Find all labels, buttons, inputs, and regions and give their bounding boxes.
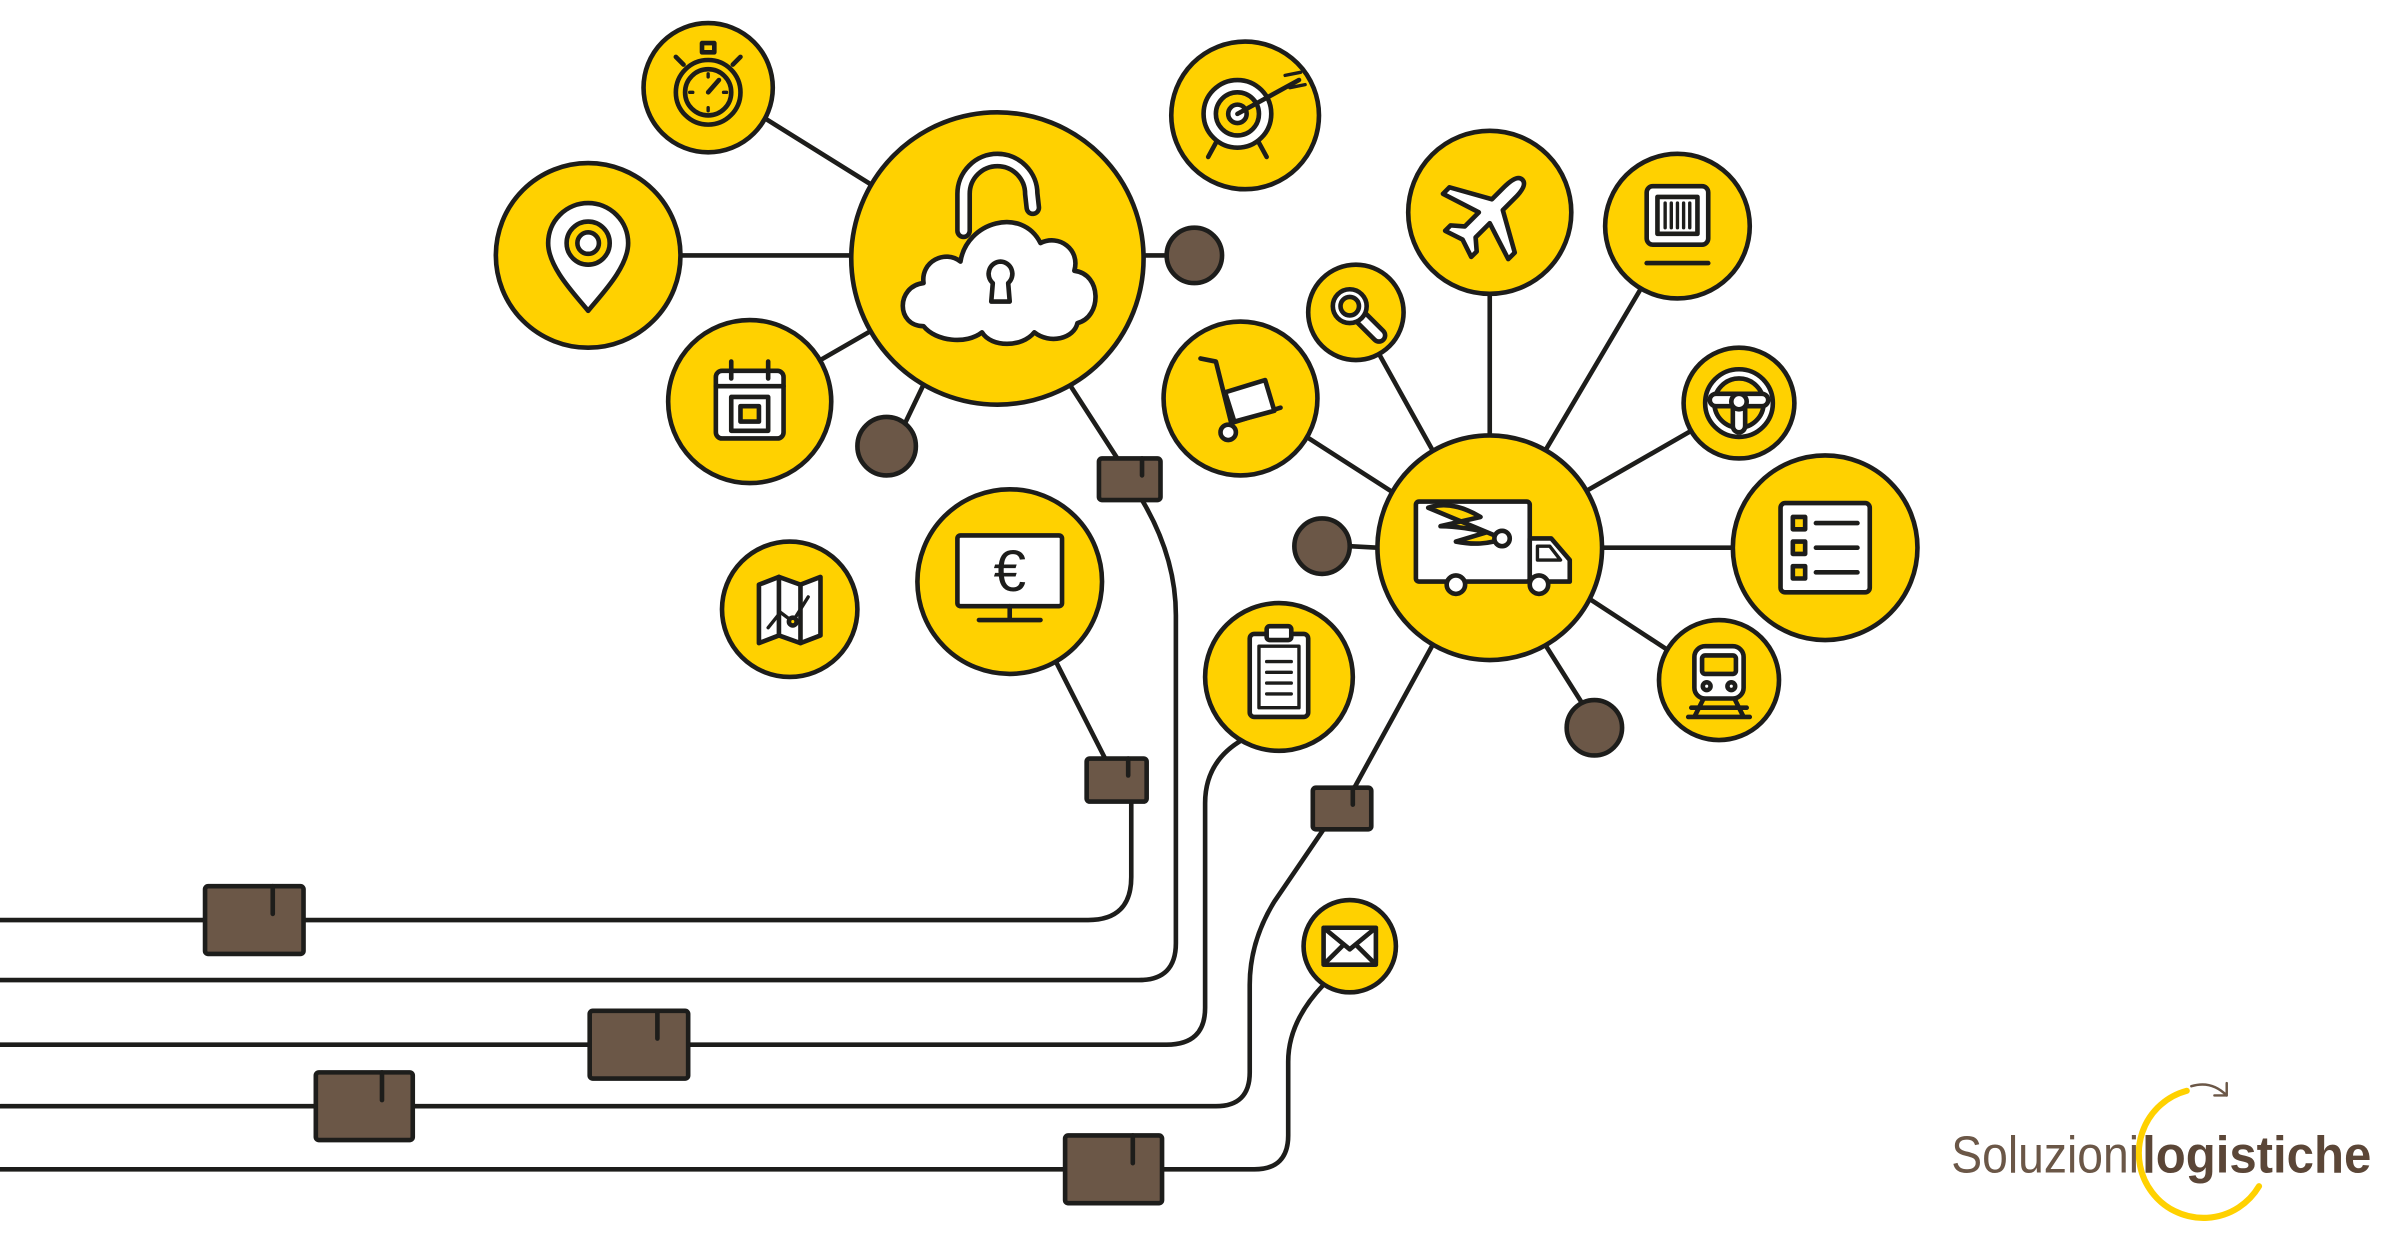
spoke-dot-left	[1347, 543, 1380, 551]
spoke-dot-bottom	[1542, 642, 1585, 706]
node-handling	[1161, 319, 1320, 478]
node-mail	[1301, 897, 1399, 995]
node-scanner	[1602, 151, 1753, 301]
logo-arrow-icon	[2190, 1081, 2228, 1097]
node-air	[1405, 128, 1574, 297]
connector-cloud-to-box	[1067, 382, 1120, 461]
conveyor-line-5	[0, 982, 1326, 1172]
node-delivery-hub	[1375, 433, 1605, 663]
clipboard-icon	[1247, 623, 1311, 720]
spoke-stopwatch	[762, 116, 874, 187]
wing-icon	[1425, 502, 1505, 546]
conveyor-line-2	[0, 497, 1179, 983]
package-box-icon	[587, 1008, 691, 1081]
node-stopwatch	[641, 20, 776, 155]
conveyor-line-3	[0, 737, 1245, 1047]
node-driving	[1681, 345, 1797, 461]
checklist-icon	[1778, 500, 1873, 595]
winged-truck-icon	[1413, 499, 1573, 597]
logo-word-light: Soluzioni	[1951, 1126, 2139, 1184]
node-clipboard	[1202, 600, 1356, 754]
spoke-scanner	[1542, 286, 1643, 454]
spoke-steering	[1584, 428, 1694, 494]
spoke-dot-lower	[902, 382, 926, 426]
conveyor-line-4	[0, 826, 1326, 1109]
node-rail	[1656, 617, 1782, 743]
euro-symbol: €	[993, 539, 1026, 604]
calendar-icon	[713, 359, 786, 441]
package-box-icon	[1062, 1133, 1165, 1206]
package-box-icon	[1096, 456, 1163, 503]
spoke-magnifier	[1376, 351, 1436, 454]
airplane-icon	[1440, 175, 1527, 262]
node-search	[1305, 262, 1406, 363]
folded-map-icon	[756, 574, 823, 646]
node-dot	[1564, 697, 1625, 758]
target-arrow-icon	[1201, 70, 1307, 160]
node-dot	[855, 414, 919, 478]
cloud-unlock-icon	[900, 151, 1098, 347]
connector-dots	[855, 225, 1625, 758]
node-calendar	[665, 317, 834, 486]
node-cloud-unlock-hub	[848, 110, 1146, 407]
spoke-train	[1588, 597, 1669, 652]
package-box-icon	[1310, 785, 1374, 832]
barcode-scanner-icon	[1644, 183, 1711, 266]
package-box-icon	[1084, 756, 1149, 804]
hand-truck-icon	[1198, 356, 1283, 443]
envelope-icon	[1321, 925, 1379, 967]
package-boxes	[202, 456, 1374, 1206]
package-box-icon	[313, 1070, 416, 1143]
conveyor-line-1	[0, 799, 1134, 923]
monitor-euro-icon: €	[955, 533, 1065, 623]
map-pin-icon	[545, 200, 631, 314]
node-checklist	[1730, 453, 1920, 643]
keyhole-icon	[986, 259, 1015, 304]
steering-wheel-icon	[1702, 366, 1776, 440]
package-box-icon	[202, 883, 306, 957]
logo-word-bold: logistiche	[2142, 1126, 2371, 1184]
connector-lines	[0, 116, 1736, 1172]
stopwatch-icon	[673, 40, 743, 127]
logo-swoosh	[2135, 1087, 2263, 1221]
node-dot	[1292, 516, 1353, 577]
spoke-hand-truck	[1304, 434, 1396, 495]
node-dot	[1164, 225, 1225, 286]
node-location	[493, 160, 683, 351]
node-target	[1168, 39, 1322, 192]
spoke-calendar	[818, 328, 874, 363]
train-icon	[1685, 643, 1753, 720]
node-payment: €	[915, 486, 1105, 677]
connector-truck-to-box	[1352, 642, 1436, 791]
magnifier-icon	[1330, 286, 1388, 344]
connector-monitor-to-box	[1053, 659, 1108, 761]
brand-logo: Soluzioni logistiche	[1951, 1081, 2371, 1221]
node-map	[719, 539, 860, 680]
